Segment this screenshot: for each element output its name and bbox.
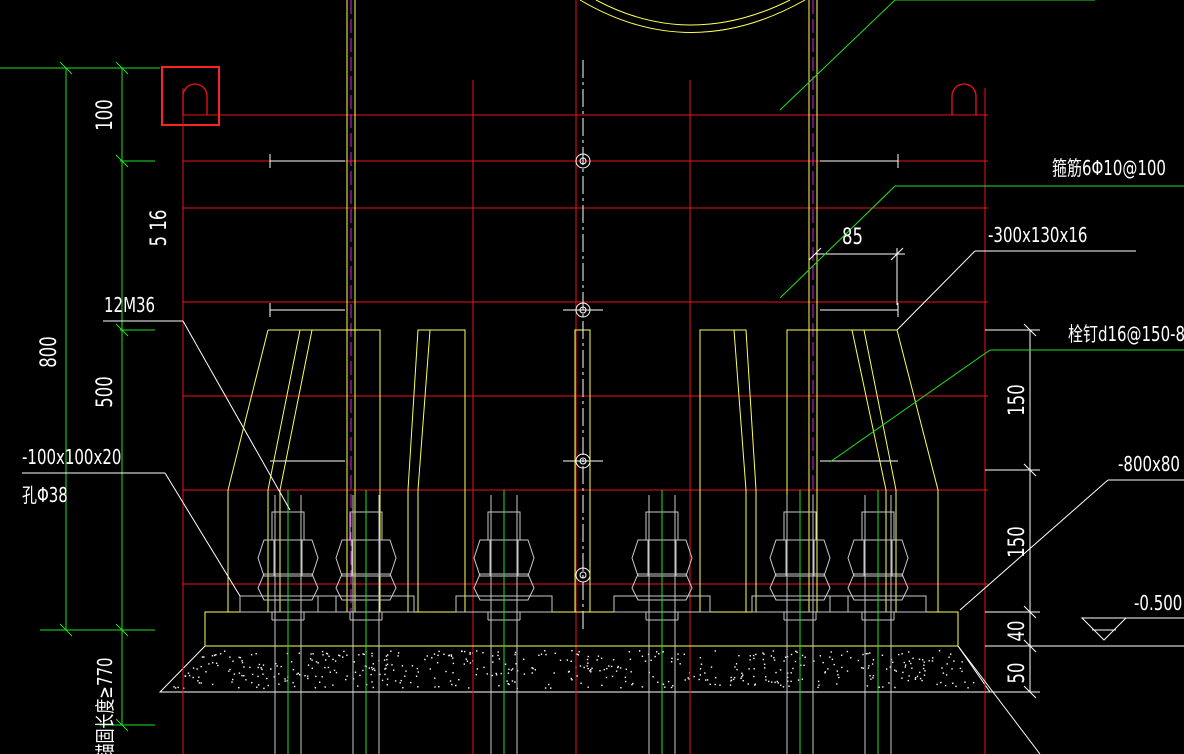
rebar-hook-icon	[182, 83, 977, 115]
anchor-bolts	[239, 490, 927, 754]
dim-5-16: 5 16	[146, 210, 172, 247]
right-dimension-lines	[808, 247, 1184, 699]
dim-150-lower: 150	[1004, 526, 1030, 557]
label-elevation: -0.500	[1134, 593, 1182, 616]
stud-symbols	[269, 153, 899, 583]
dim-50: 50	[1004, 663, 1030, 684]
anchor-bolt	[751, 490, 849, 754]
dim-500: 500	[92, 376, 118, 407]
elevation-triangle-icon	[1080, 617, 1184, 641]
base-plate	[204, 611, 959, 647]
anchor-bolt	[317, 490, 415, 754]
label-base-plate: -800x80	[1118, 454, 1180, 477]
left-dimension-lines	[0, 61, 160, 732]
dim-anchor-length: 锚固长度≥770	[94, 657, 118, 754]
dim-150-upper: 150	[1004, 384, 1030, 415]
center-lines	[350, 0, 814, 612]
label-stud: 栓钉d16@150-8	[1068, 323, 1184, 347]
label-plate-rib: -300x130x16	[988, 225, 1087, 248]
anchor-bolt	[613, 490, 711, 754]
highlight-box-icon	[161, 66, 220, 126]
label-hole: 孔Φ38	[22, 484, 68, 508]
label-washer-plate: -100x100x20	[22, 447, 121, 470]
anchor-bolt	[455, 490, 553, 754]
anchor-bolt	[239, 490, 337, 754]
dim-40: 40	[1004, 621, 1030, 642]
label-anchor-bolt: 12M36	[104, 295, 155, 318]
label-stirrup: 箍筋6Φ10@100	[1052, 157, 1166, 181]
dim-85: 85	[842, 224, 863, 250]
dim-800: 800	[36, 336, 62, 367]
dim-100: 100	[92, 99, 118, 130]
steel-column	[346, 0, 818, 612]
anchor-bolt	[829, 490, 927, 754]
white-leaders	[22, 250, 1184, 754]
green-leaders	[779, 0, 1184, 463]
